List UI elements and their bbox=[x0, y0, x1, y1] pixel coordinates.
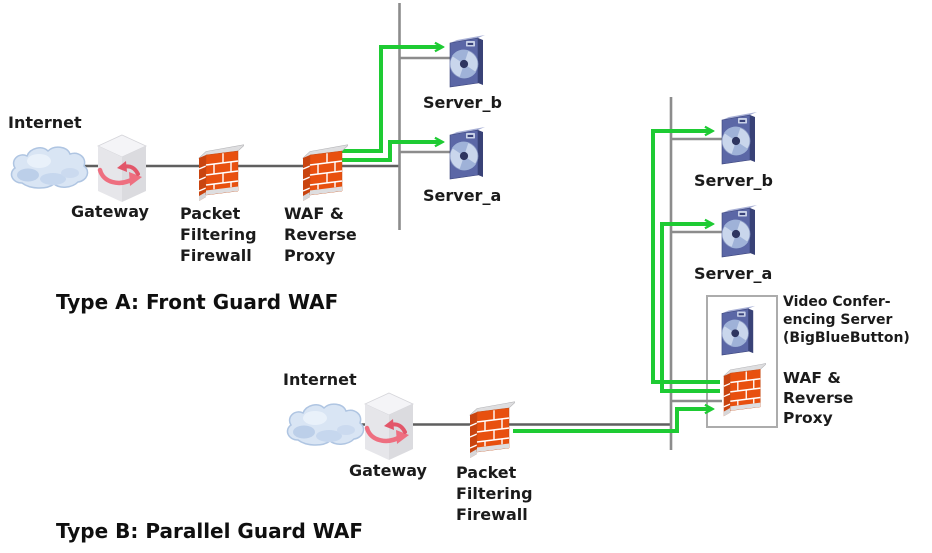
server-b-icon bbox=[721, 108, 759, 166]
waf-label: WAF & Reverse Proxy bbox=[783, 369, 854, 427]
gateway-label: Gateway bbox=[349, 461, 427, 480]
gateway-icon bbox=[93, 134, 151, 204]
waf-reverse-proxy-icon bbox=[298, 141, 348, 205]
video-conferencing-server-icon bbox=[721, 302, 757, 357]
internet-cloud-icon bbox=[6, 141, 90, 193]
internet-label: Internet bbox=[8, 113, 82, 132]
traffic-firewall-to-waf-b bbox=[513, 409, 711, 433]
packet-firewall-label: Packet Filtering Firewall bbox=[456, 463, 533, 524]
packet-filtering-firewall-icon bbox=[465, 398, 515, 462]
video-conferencing-server-label: Video Confer- encing Server (BigBlueButt… bbox=[783, 294, 910, 346]
server-a-icon bbox=[721, 201, 759, 259]
server-a-label: Server_a bbox=[423, 186, 502, 205]
gateway-label: Gateway bbox=[71, 202, 149, 221]
traffic-waf-to-serverb-b bbox=[651, 131, 720, 384]
gateway-icon bbox=[360, 392, 418, 462]
traffic-waf-to-serverb-a bbox=[338, 47, 441, 153]
server-a-label: Server_a bbox=[694, 264, 773, 283]
packet-firewall-label: Packet Filtering Firewall bbox=[180, 204, 257, 265]
server-b-label: Server_b bbox=[423, 93, 502, 112]
waf-label: WAF & Reverse Proxy bbox=[284, 204, 357, 265]
packet-filtering-firewall-icon bbox=[194, 141, 244, 205]
internet-label: Internet bbox=[283, 370, 357, 389]
server-b-label: Server_b bbox=[694, 171, 773, 190]
waf-reverse-proxy-icon bbox=[719, 360, 766, 420]
traffic-waf-to-servera-b bbox=[660, 224, 720, 393]
server-a-icon bbox=[449, 123, 487, 181]
server-b-icon bbox=[449, 31, 487, 89]
internet-cloud-icon bbox=[282, 398, 366, 450]
type-a-title: Type A: Front Guard WAF bbox=[56, 290, 339, 314]
traffic-waf-to-servera-a bbox=[338, 142, 441, 162]
type-b-title: Type B: Parallel Guard WAF bbox=[56, 519, 364, 543]
